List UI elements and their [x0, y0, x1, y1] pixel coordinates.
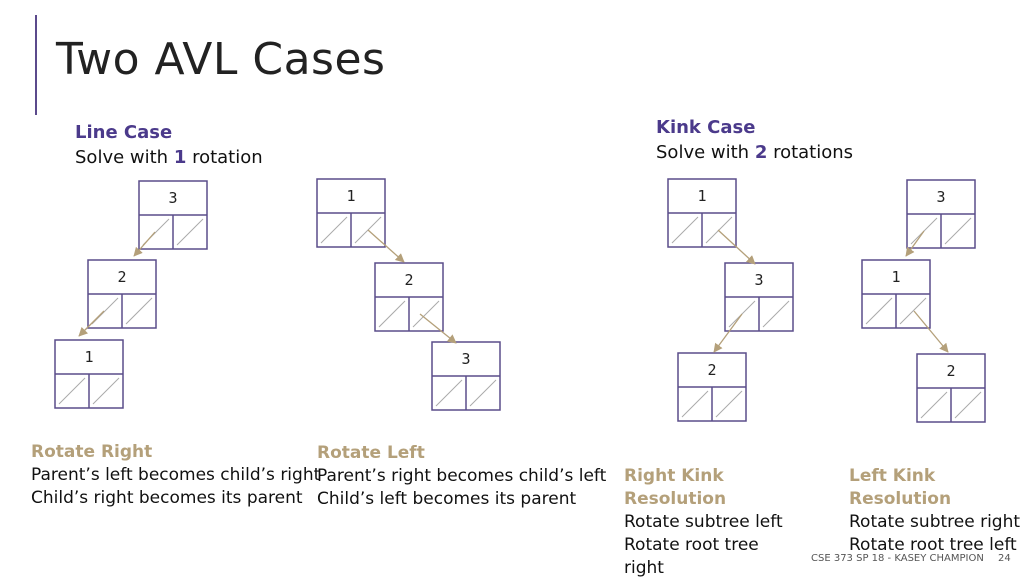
rk-arrow-child-to-grandchild: [713, 313, 743, 353]
kink-case-subtitle: Solve with 2 rotations: [656, 142, 853, 163]
caption-rotate-right: Rotate Right Parent’s left becomes child…: [31, 441, 320, 510]
caption-rotate-left: Rotate Left Parent’s right becomes child…: [317, 442, 606, 511]
rr-node-child: 2: [87, 259, 157, 329]
caption-left-kink-heading1: Left Kink: [849, 466, 936, 486]
rr-arrow-child-to-grandchild: [78, 310, 105, 337]
lk-node-root: 3: [906, 179, 976, 249]
rk-node-child: 3: [724, 262, 794, 332]
rr-node-grandchild: 1: [54, 339, 124, 409]
kink-case-sub-suffix: rotations: [767, 142, 854, 163]
caption-right-kink-heading1: Right Kink: [624, 466, 724, 486]
line-case-subtitle: Solve with 1 rotation: [75, 147, 263, 168]
rk-node-grandchild: 2: [677, 352, 747, 422]
lk-arrow-child-to-grandchild: [913, 310, 949, 353]
line-case-rotation-count: 1: [173, 147, 187, 168]
caption-right-kink-line2: Rotate root tree: [624, 535, 759, 555]
caption-rotate-left-heading: Rotate Left: [317, 443, 425, 463]
lk-arrow-root-to-child: [905, 230, 925, 257]
rl-node-child: 2: [374, 262, 444, 332]
rk-node-child-value: 3: [754, 271, 763, 289]
rr-node-child-value: 2: [117, 268, 126, 286]
rl-node-grandchild-value: 3: [461, 350, 470, 368]
caption-right-kink: Right Kink Resolution Rotate subtree lef…: [624, 465, 783, 580]
caption-rotate-right-heading: Rotate Right: [31, 442, 153, 462]
lk-node-child-value: 1: [891, 268, 900, 286]
kink-case-sub-prefix: Solve with: [656, 142, 755, 163]
rl-arrow-root-to-child: [367, 229, 405, 263]
page-number: 24: [998, 553, 1011, 564]
rl-node-child-value: 2: [404, 271, 413, 289]
caption-right-kink-line1: Rotate subtree left: [624, 512, 783, 532]
rr-node-grandchild-value: 1: [84, 348, 93, 366]
caption-left-kink-line2: Rotate root tree left: [849, 535, 1017, 555]
rk-node-root-value: 1: [697, 187, 706, 205]
accent-bar: [35, 15, 37, 115]
rl-arrow-child-to-grandchild: [419, 313, 457, 344]
line-case-sub-suffix: rotation: [186, 147, 263, 168]
lk-node-root-value: 3: [936, 188, 945, 206]
kink-case-rotation-count: 2: [754, 142, 768, 163]
caption-right-kink-line3: right: [624, 558, 664, 578]
caption-rotate-right-line1: Parent’s left becomes child’s right: [31, 465, 321, 485]
caption-left-kink-line1: Rotate subtree right: [849, 512, 1021, 532]
slide-title: Two AVL Cases: [56, 34, 386, 85]
footer-course: CSE 373 SP 18 - KASEY CHAMPION: [811, 553, 984, 564]
rr-node-root-value: 3: [168, 189, 177, 207]
line-case-heading: Line Case: [75, 122, 173, 143]
rl-node-grandchild: 3: [431, 341, 501, 411]
rr-arrow-root-to-child: [133, 231, 156, 257]
lk-node-grandchild-value: 2: [946, 362, 955, 380]
rk-arrow-root-to-child: [717, 229, 756, 265]
caption-rotate-left-line2: Child’s left becomes its parent: [317, 489, 577, 509]
line-case-sub-prefix: Solve with: [75, 147, 174, 168]
rl-node-root-value: 1: [346, 187, 355, 205]
caption-right-kink-heading2: Resolution: [624, 489, 727, 509]
lk-node-grandchild: 2: [916, 353, 986, 423]
caption-rotate-right-line2: Child’s right becomes its parent: [31, 488, 303, 508]
kink-case-heading: Kink Case: [656, 117, 756, 138]
caption-left-kink: Left Kink Resolution Rotate subtree righ…: [849, 465, 1020, 557]
caption-left-kink-heading2: Resolution: [849, 489, 952, 509]
caption-rotate-left-line1: Parent’s right becomes child’s left: [317, 466, 607, 486]
rk-node-grandchild-value: 2: [707, 361, 716, 379]
